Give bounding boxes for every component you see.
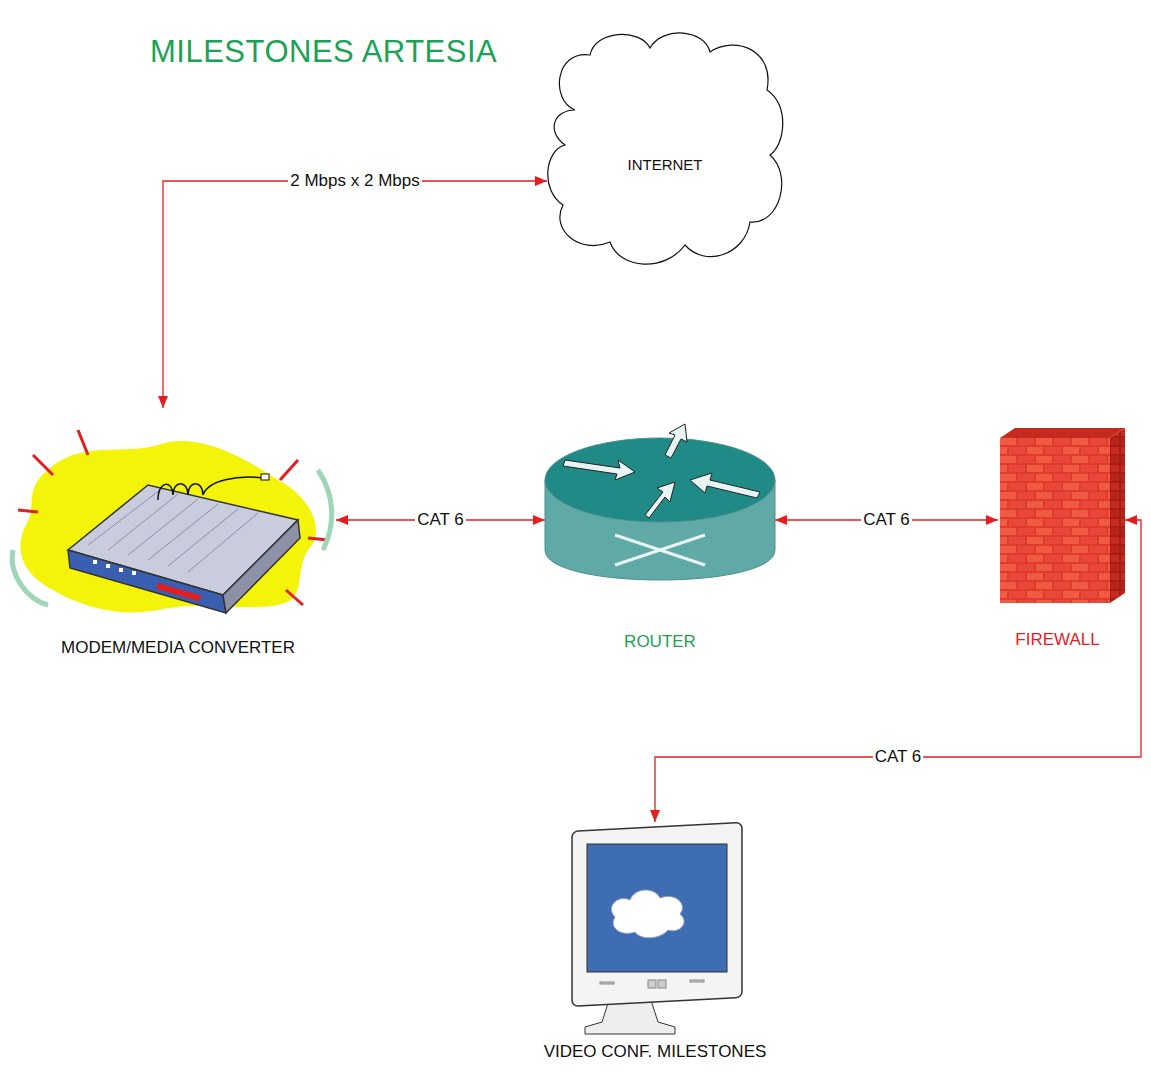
connector: [163, 181, 547, 408]
firewall-icon: [990, 428, 1125, 650]
cord-plug: [261, 474, 269, 480]
router-icon: [545, 430, 775, 652]
modem-led-bar: [156, 583, 201, 601]
modem-leds: [93, 560, 136, 575]
node-label: ROUTER: [624, 632, 696, 652]
monitor-buttons: [600, 980, 704, 988]
splash: [20, 441, 316, 612]
node-label: VIDEO CONF. MILESTONES: [544, 1042, 767, 1062]
modem-ridges: [88, 490, 258, 572]
router-top: [545, 438, 775, 522]
modem-cord: [158, 477, 263, 500]
router-arrows: [563, 424, 760, 518]
router-node: ROUTER: [545, 430, 775, 652]
edge-label: CAT 6: [415, 510, 466, 530]
edge-label: CAT 6: [861, 510, 912, 530]
node-label: FIREWALL: [1015, 630, 1099, 650]
firewall-node: FIREWALL: [990, 428, 1125, 650]
modem-node: MODEM/MEDIA CONVERTER: [8, 400, 348, 658]
edge-label: CAT 6: [873, 747, 924, 767]
cloud-icon: [545, 30, 785, 275]
monitor-icon: [540, 822, 770, 1062]
edge-label: 2 Mbps x 2 Mbps: [288, 171, 421, 191]
firewall-side: [1110, 428, 1125, 603]
modem-side: [223, 520, 300, 613]
firewall-top: [1000, 428, 1125, 438]
monitor-bezel: [572, 822, 742, 1006]
cloud-node: INTERNET: [545, 30, 785, 275]
modem-front: [68, 550, 226, 613]
modem-top: [68, 485, 298, 595]
diagram-title: MILESTONES ARTESIA: [150, 34, 497, 70]
modem-icon: [8, 400, 348, 658]
monitor-screen: [587, 844, 727, 972]
node-label: MODEM/MEDIA CONVERTER: [61, 638, 295, 658]
firewall-face: [1000, 438, 1110, 603]
monitor-node: VIDEO CONF. MILESTONES: [540, 822, 771, 1062]
screen-cloud: [611, 890, 684, 938]
cloud-outline: [548, 33, 783, 264]
spark-lines: [18, 430, 328, 605]
node-label: INTERNET: [628, 156, 703, 173]
router-cross: [615, 535, 705, 565]
